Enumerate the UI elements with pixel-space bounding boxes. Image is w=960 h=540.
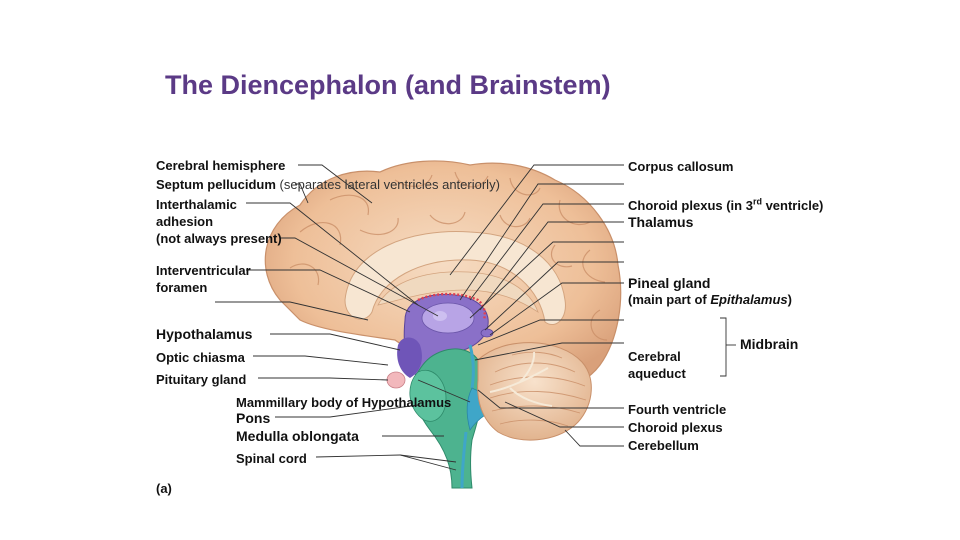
label-choroid-3rd-sup: rd [752, 196, 762, 207]
pineal-gland-shape [480, 328, 494, 338]
pons-shape [409, 369, 447, 422]
label-midbrain: Midbrain [740, 336, 799, 352]
pituitary-gland-shape [386, 371, 406, 389]
label-pons: Pons [236, 410, 271, 426]
label-optic-chiasma: Optic chiasma [156, 350, 245, 365]
label-cerebellum: Cerebellum [628, 438, 699, 453]
label-pineal-note-c: ) [787, 292, 792, 307]
label-septum-note: (separates lateral ventricles anteriorly… [279, 177, 500, 192]
leader-lines [215, 164, 736, 471]
central-canal-shape [460, 431, 468, 489]
label-interventricular-2: foramen [156, 280, 208, 295]
label-pituitary-gland: Pituitary gland [156, 372, 247, 387]
cerebral-aqueduct-shape [468, 344, 475, 389]
corpus-callosum-shape [344, 231, 566, 325]
label-choroid-plexus: Choroid plexus [628, 420, 723, 435]
slide-title: The Diencephalon (and Brainstem) [165, 70, 611, 100]
label-choroid-3rd-b: ventricle) [761, 198, 824, 213]
label-pineal-note-a: (main part of [628, 292, 711, 307]
cerebellum-folia [489, 351, 587, 427]
label-pineal-gland: Pineal gland [628, 275, 711, 291]
interthalamic-adhesion-shape [433, 311, 447, 321]
label-pineal-note: (main part of Epithalamus) [628, 291, 792, 308]
label-thalamus: Thalamus [628, 214, 694, 230]
label-choroid-3rd-a: Choroid plexus (in 3 [628, 198, 753, 213]
label-septum-pellucidum-row: Septum pellucidum (separates lateral ven… [156, 176, 500, 193]
label-interthalamic-3: (not always present) [156, 231, 282, 246]
label-fourth-ventricle: Fourth ventricle [628, 402, 727, 417]
label-cerebral-hemisphere: Cerebral hemisphere [156, 158, 286, 173]
label-interthalamic-1: Interthalamic [156, 197, 237, 212]
thalamus-mass [421, 302, 475, 334]
label-mammillary-body: Mammillary body of Hypothalamus [236, 395, 452, 410]
label-medulla-oblongata: Medulla oblongata [236, 428, 359, 444]
label-hypothalamus: Hypothalamus [156, 326, 253, 342]
figure-label: (a) [156, 481, 172, 496]
label-septum-pellucidum: Septum pellucidum [156, 177, 276, 192]
choroid-plexus-3rd-shape [417, 292, 486, 321]
lateral-ventricle-shape [377, 271, 539, 314]
label-interthalamic-2: adhesion [156, 214, 214, 229]
label-interventricular-1: Interventricular [156, 263, 251, 278]
label-cerebral-aqueduct-2: aqueduct [628, 366, 686, 381]
label-corpus-callosum: Corpus callosum [628, 159, 734, 174]
label-pineal-note-b: Epithalamus [710, 292, 788, 307]
gyri-lines [289, 171, 608, 341]
label-spinal-cord: Spinal cord [236, 451, 307, 466]
label-cerebral-aqueduct-1: Cerebral [628, 349, 681, 364]
arbor-vitae [489, 351, 553, 407]
hypothalamus-shape [397, 337, 422, 378]
label-choroid-plexus-3rd: Choroid plexus (in 3rd ventricle) [628, 197, 823, 214]
